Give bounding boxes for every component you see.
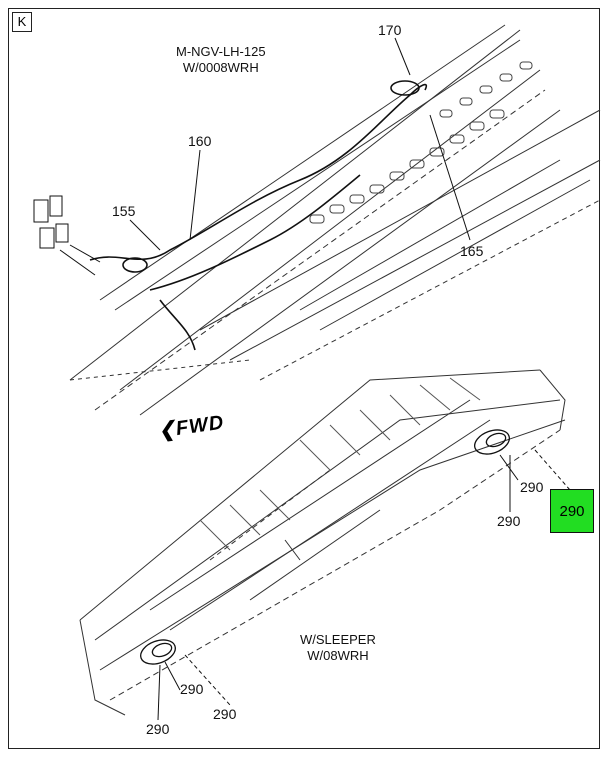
callout-290-rear-lower: 290	[497, 513, 521, 529]
marker-lamp-rear	[474, 429, 510, 455]
upper-leader-lines	[129, 37, 471, 251]
callout-290-front-right: 290	[213, 706, 237, 722]
callout-170: 170	[378, 22, 402, 38]
crossmember-slots	[309, 61, 533, 224]
callout-165: 165	[460, 243, 484, 259]
highlighted-callout-290[interactable]: 290	[550, 489, 594, 533]
bottom-variant-note: W/SLEEPER W/08WRH	[300, 632, 376, 664]
section-letter-box: K	[12, 12, 32, 32]
callout-290-front-upper: 290	[180, 681, 204, 697]
callout-290-front-lower: 290	[146, 721, 170, 737]
callout-290-rear-upper: 290	[520, 479, 544, 495]
connector-cluster	[33, 195, 101, 276]
top-note-line1: M-NGV-LH-125	[176, 44, 266, 59]
upper-frame-rails	[69, 24, 601, 416]
top-variant-note: M-NGV-LH-125 W/0008WRH	[176, 44, 266, 76]
marker-lamp-front	[140, 639, 176, 665]
lower-leader-lines	[157, 449, 571, 721]
wire-harness	[89, 80, 428, 351]
bottom-note-line2: W/08WRH	[307, 648, 369, 663]
lower-frame-rails	[79, 369, 566, 716]
lower-crossmembers	[199, 377, 481, 551]
callout-160: 160	[188, 133, 212, 149]
drawing-frame	[8, 8, 600, 749]
bottom-note-line1: W/SLEEPER	[300, 632, 376, 647]
top-note-line2: W/0008WRH	[182, 60, 259, 75]
callout-155: 155	[112, 203, 136, 219]
